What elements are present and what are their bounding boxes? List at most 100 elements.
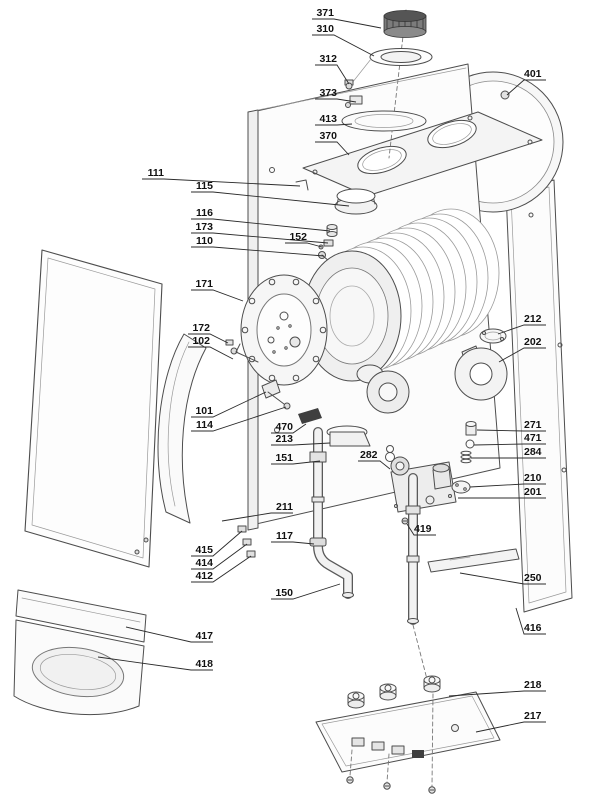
part-label-471: 471 (473, 432, 546, 446)
leader-line (406, 523, 436, 536)
part-number: 201 (524, 486, 542, 498)
flow-pipe (309, 427, 354, 599)
pipe-union (309, 451, 327, 463)
leader-line (515, 607, 546, 635)
part-label-414: 414 (191, 543, 248, 570)
part-number: 171 (195, 278, 213, 290)
flue-collar (351, 48, 433, 84)
part-label-117: 117 (271, 530, 315, 545)
part-label-201: 201 (458, 486, 546, 499)
terminal-block (351, 737, 365, 747)
part-number: 412 (195, 570, 213, 582)
part-label-110: 110 (191, 235, 325, 257)
part-number: 173 (195, 221, 213, 233)
bottom-cover-upper (15, 589, 147, 643)
flue-connection-collar (334, 188, 378, 215)
part-number: 210 (524, 472, 542, 484)
leader-line (142, 178, 301, 187)
terminal-block (412, 750, 424, 758)
mounting-screw (346, 776, 354, 784)
mounting-screw (428, 786, 436, 794)
heat-exchanger (302, 208, 500, 382)
leader-line (358, 460, 391, 470)
part-number: 310 (316, 23, 334, 35)
part-number: 114 (196, 419, 213, 431)
part-number: 151 (275, 452, 293, 464)
part-label-413: 413 (315, 113, 353, 126)
leader-line (459, 572, 546, 585)
part-number: 413 (319, 113, 337, 125)
part-label-210: 210 (469, 472, 546, 488)
leader-line (191, 246, 325, 257)
part-number: 415 (195, 544, 213, 556)
valve-spring-seat (385, 452, 395, 462)
leader-line (191, 218, 331, 232)
sight-glass (289, 336, 301, 348)
gas-flange (451, 480, 471, 494)
leader-line (476, 429, 546, 432)
part-label-250: 250 (459, 572, 546, 585)
leader-line (315, 141, 350, 156)
leader-line (473, 443, 546, 446)
part-number: 282 (360, 449, 378, 461)
leader-line (271, 541, 315, 545)
pipe-union (405, 505, 421, 515)
frame-corner-bracket (295, 179, 309, 191)
spring (460, 450, 472, 464)
leader-line (191, 530, 243, 557)
part-number: 419 (414, 523, 432, 535)
fan-flange (479, 328, 507, 344)
right-side-panel (505, 179, 573, 613)
ignition-electrode (230, 343, 259, 363)
bottom-cover-lower (13, 619, 145, 716)
leader-line (221, 512, 293, 522)
part-label-282: 282 (358, 449, 391, 470)
part-label-412: 412 (191, 555, 252, 583)
leader-line (315, 64, 350, 85)
sensor-pocket (465, 421, 477, 436)
part-number: 417 (195, 630, 213, 642)
leader-line (125, 626, 213, 643)
part-number: 150 (275, 587, 293, 599)
part-number: 152 (289, 231, 307, 243)
part-number: 416 (524, 622, 542, 634)
pump (356, 364, 410, 414)
part-label-212: 212 (497, 313, 546, 335)
support-rail (427, 548, 520, 573)
part-label-312: 312 (315, 53, 350, 85)
bottom-manifold-board (315, 675, 501, 794)
part-number: 370 (319, 130, 337, 142)
hinge-bolt (283, 402, 291, 410)
leader-line (469, 483, 546, 488)
part-number: 101 (195, 405, 213, 417)
part-number: 373 (319, 87, 337, 99)
leader-line (271, 460, 321, 465)
panel-clip-414 (242, 538, 252, 546)
part-number: 217 (524, 710, 542, 722)
leader-line (285, 242, 323, 248)
leader-line (191, 191, 350, 207)
flue-clamp-fitting (345, 95, 363, 108)
part-label-202: 202 (498, 336, 546, 363)
front-panel (24, 249, 163, 568)
part-label-373: 373 (315, 87, 357, 103)
top-panel (302, 111, 543, 197)
flue-sensor (326, 224, 338, 237)
part-label-218: 218 (448, 679, 546, 697)
part-label-111: 111 (142, 167, 301, 187)
part-label-114: 114 (191, 406, 287, 432)
pipe-connector (379, 683, 397, 701)
part-label-415: 415 (191, 530, 243, 557)
mounting-screw (383, 782, 391, 790)
part-number: 470 (275, 421, 293, 433)
part-number: 211 (276, 501, 293, 513)
part-number: 102 (192, 335, 210, 347)
part-number: 284 (524, 446, 542, 458)
part-number: 111 (148, 167, 165, 179)
door-hinge-bracket (261, 379, 291, 410)
return-pipe (405, 473, 430, 688)
pipe-connector (347, 691, 365, 709)
